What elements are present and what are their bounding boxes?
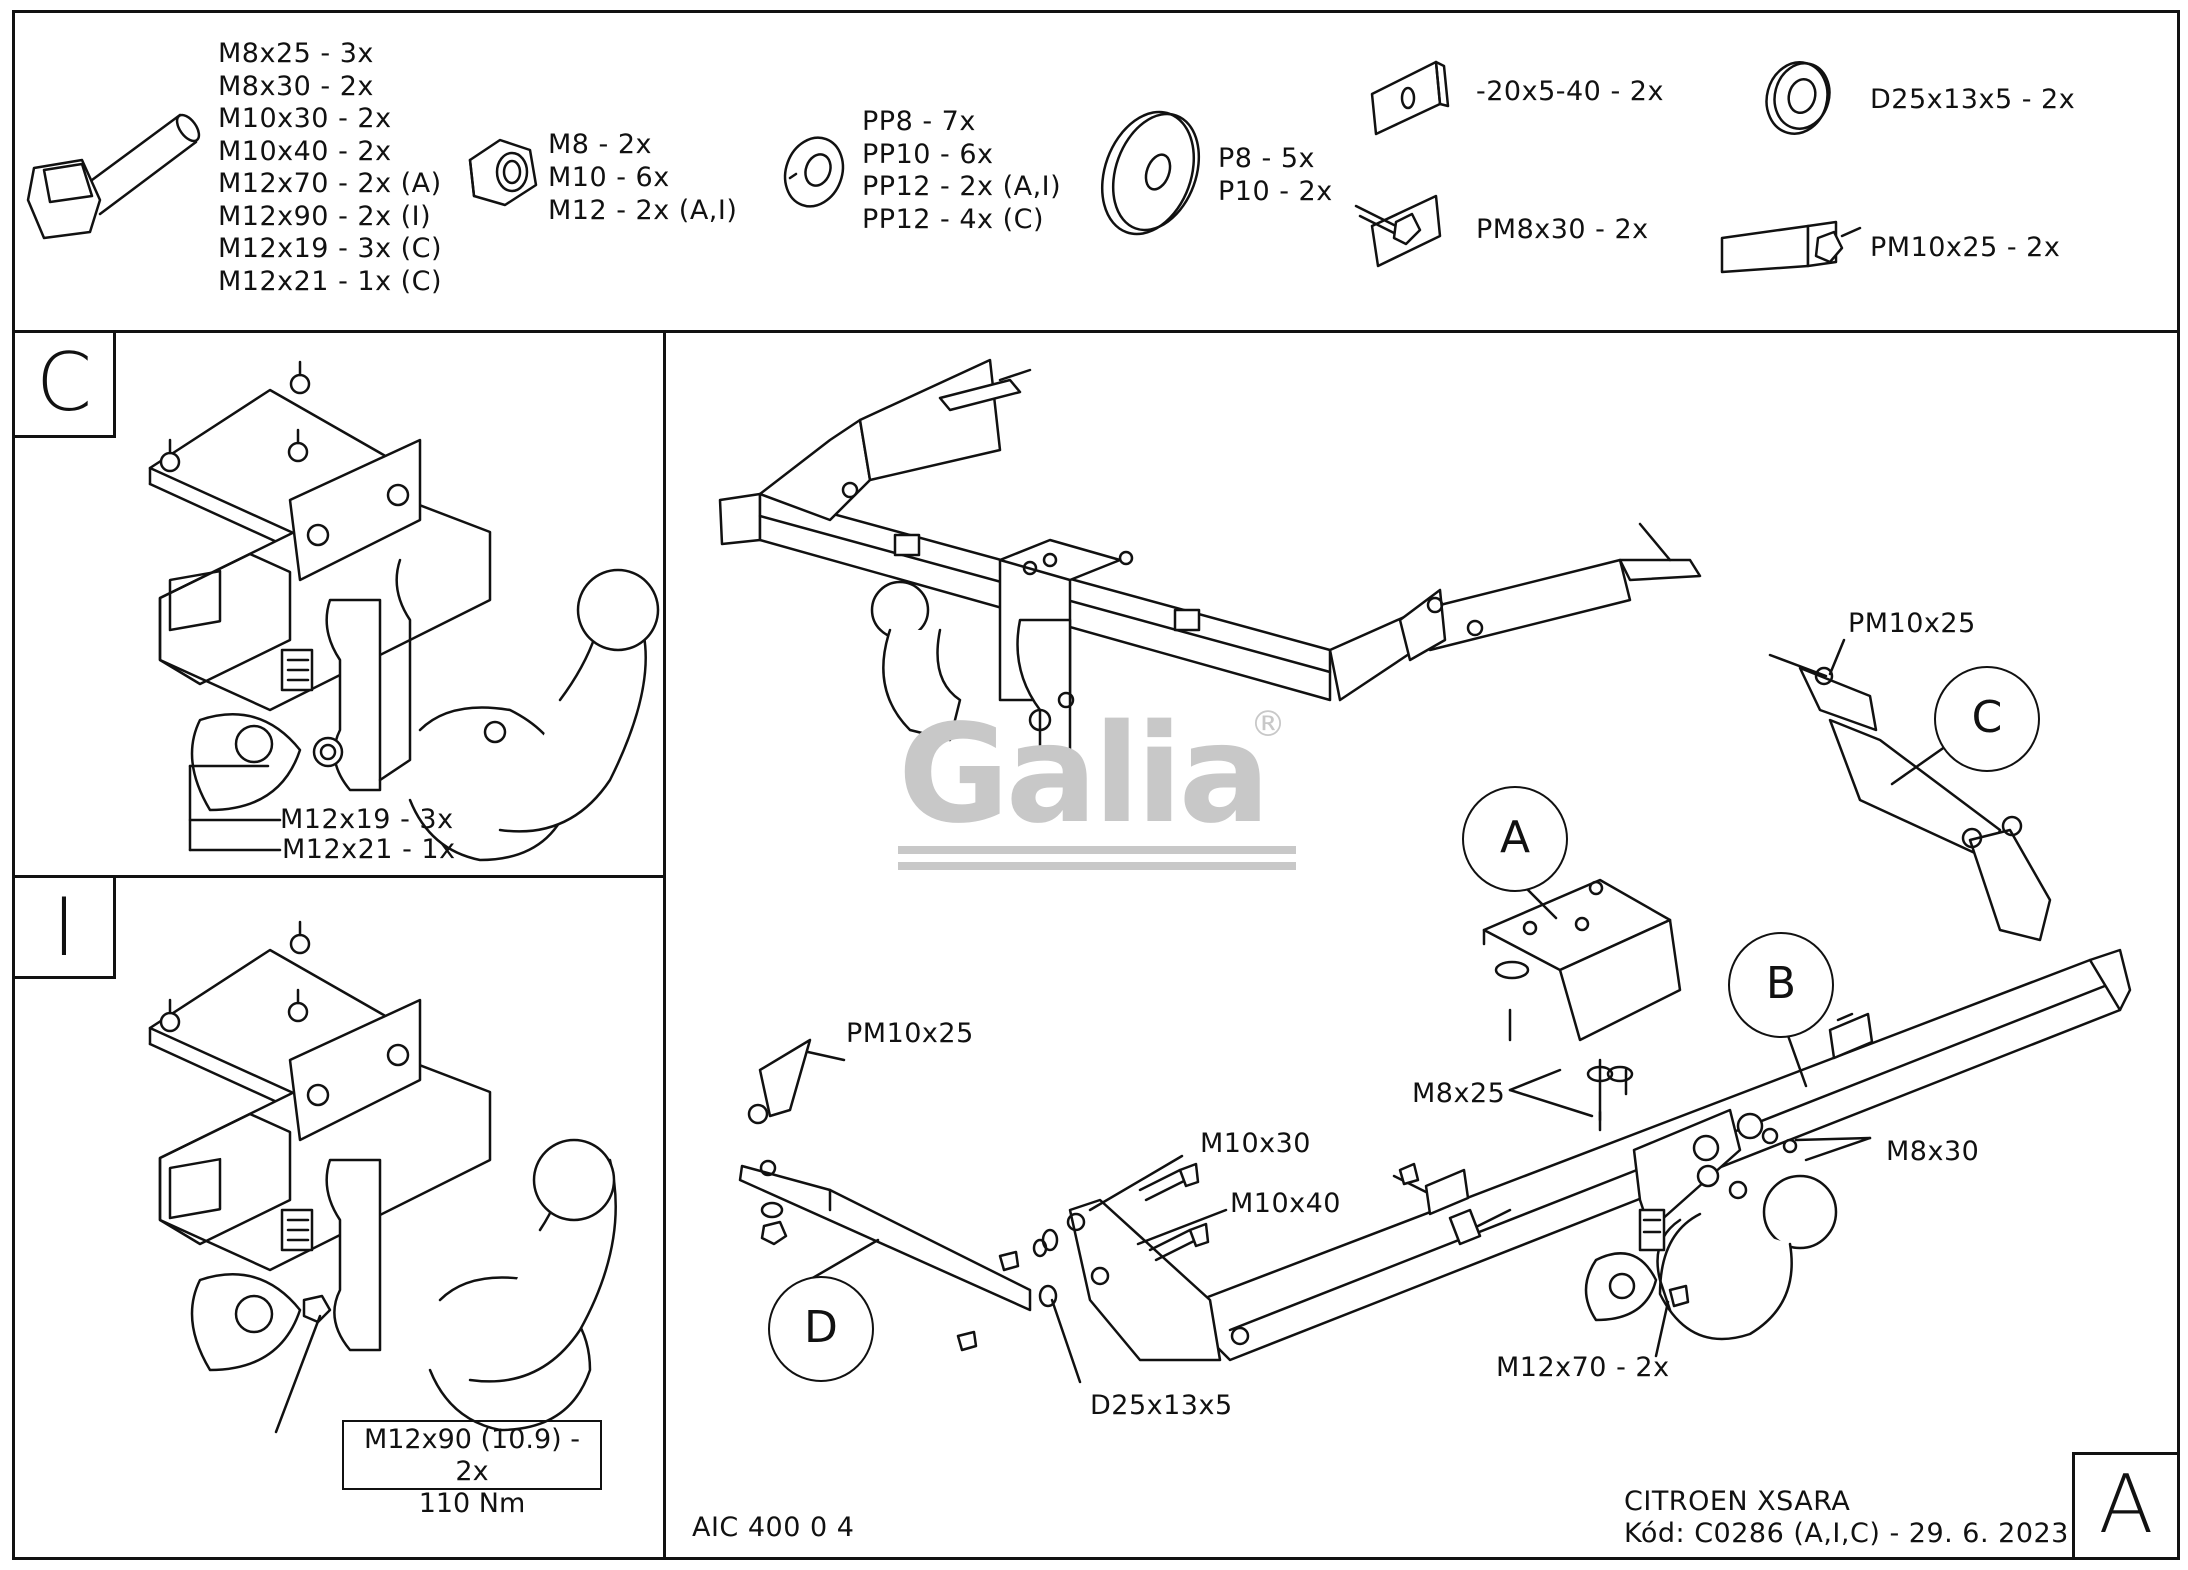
flat-washer-icon bbox=[1100, 110, 1201, 236]
bracket-bolt-icon bbox=[1720, 220, 1862, 274]
spring-washer-item: PP10 - 6x bbox=[862, 138, 994, 170]
left-column-divider bbox=[663, 330, 666, 1560]
panel-c-callout-m12x21: M12x21 - 1x bbox=[282, 834, 456, 865]
bolt-item: M12x19 - 3x (C) bbox=[218, 233, 443, 264]
panel-c-hitch bbox=[148, 360, 660, 862]
label-pm10x25-left: PM10x25 bbox=[846, 1018, 974, 1049]
header-divider bbox=[12, 330, 2180, 333]
spring-washer-item: PP12 - 4x (C) bbox=[862, 203, 1044, 235]
exploded-hitch-drawing bbox=[738, 653, 2132, 1362]
nut-item: M12 - 2x (A,I) bbox=[548, 195, 738, 226]
spacer-icon bbox=[1765, 61, 1831, 135]
panel-i-callout-torque: 110 Nm bbox=[418, 1488, 526, 1519]
panel-c-letter: C bbox=[12, 330, 116, 438]
bolt-item: M10x30 - 2x bbox=[218, 103, 392, 134]
plate-label: -20x5-40 - 2x bbox=[1476, 76, 1664, 107]
bolt-list: M8x25 - 3x M8x30 - 2x M10x30 - 2x M10x40… bbox=[218, 38, 442, 298]
galia-underline-1 bbox=[898, 846, 1296, 854]
bolt-icon bbox=[26, 113, 201, 240]
nut-item: M10 - 6x bbox=[548, 162, 670, 193]
bolt-item: M12x21 - 1x (C) bbox=[218, 265, 443, 297]
label-m12x70: M12x70 - 2x bbox=[1496, 1352, 1670, 1383]
nut-icon bbox=[468, 138, 538, 207]
spring-washer-icon bbox=[783, 136, 845, 208]
bolt-item: M12x70 - 2x (A) bbox=[218, 168, 442, 199]
callout-circle-d: D bbox=[768, 1276, 874, 1382]
callout-circle-b: B bbox=[1728, 932, 1834, 1038]
panel-i-letter: I bbox=[12, 875, 116, 979]
panel-a-letter: A bbox=[2072, 1452, 2180, 1560]
panel-i-hitch bbox=[148, 920, 617, 1434]
spring-washer-item: PP8 - 7x bbox=[862, 106, 976, 137]
galia-registered-mark: ® bbox=[1250, 704, 1286, 745]
flat-washer-item: P8 - 5x bbox=[1218, 143, 1316, 174]
bolt-item: M8x25 - 3x bbox=[218, 38, 374, 69]
nut-item: M8 - 2x bbox=[548, 129, 653, 160]
drawing-code: AIC 400 0 4 bbox=[692, 1512, 855, 1543]
label-m8x30: M8x30 bbox=[1886, 1136, 1980, 1167]
nut-list: M8 - 2x M10 - 6x M12 - 2x (A,I) bbox=[548, 128, 737, 227]
drawing-sheet bbox=[12, 10, 2180, 1560]
spacer-label: D25x13x5 - 2x bbox=[1870, 84, 2076, 115]
spring-washer-list: PP8 - 7x PP10 - 6x PP12 - 2x (A,I) PP12 … bbox=[862, 106, 1061, 236]
vehicle-name: CITROEN XSARA bbox=[1624, 1486, 1851, 1517]
label-pm10x25-right: PM10x25 bbox=[1848, 608, 1976, 639]
galia-watermark: Galia ® bbox=[898, 700, 1298, 880]
label-d25x13x5: D25x13x5 bbox=[1090, 1390, 1233, 1421]
callout-circle-c: C bbox=[1934, 666, 2040, 772]
plate-icon bbox=[1370, 60, 1450, 136]
panel-i-torque-callout: M12x90 (10.9) - 2x 110 Nm bbox=[342, 1420, 602, 1519]
plate-bolt-icon bbox=[1354, 194, 1442, 268]
callout-circle-a: A bbox=[1462, 786, 1568, 892]
assembled-hitch-drawing bbox=[718, 358, 1702, 752]
flat-washer-item: P10 - 2x bbox=[1218, 176, 1333, 207]
bolt-item: M10x40 - 2x bbox=[218, 135, 392, 167]
bolt-item: M8x30 - 2x bbox=[218, 70, 374, 102]
flat-washer-list: P8 - 5x P10 - 2x bbox=[1218, 142, 1333, 208]
label-m10x30: M10x30 bbox=[1200, 1128, 1311, 1159]
panel-c-callout-m12x19: M12x19 - 3x bbox=[280, 804, 454, 835]
part-code-date: Kód: C0286 (A,I,C) - 29. 6. 2023 bbox=[1624, 1518, 2069, 1549]
left-panels-divider bbox=[12, 875, 665, 878]
galia-underline-2 bbox=[898, 862, 1296, 870]
plate-bolt-label: PM8x30 - 2x bbox=[1476, 214, 1649, 245]
panel-i-callout-bolt: M12x90 (10.9) - 2x bbox=[363, 1424, 581, 1487]
label-m10x40: M10x40 bbox=[1230, 1188, 1341, 1219]
galia-watermark-text: Galia bbox=[898, 696, 1270, 854]
spring-washer-item: PP12 - 2x (A,I) bbox=[862, 171, 1062, 202]
bracket-bolt-label: PM10x25 - 2x bbox=[1870, 232, 2061, 263]
label-m8x25: M8x25 bbox=[1412, 1078, 1506, 1109]
bolt-item: M12x90 - 2x (I) bbox=[218, 200, 432, 232]
